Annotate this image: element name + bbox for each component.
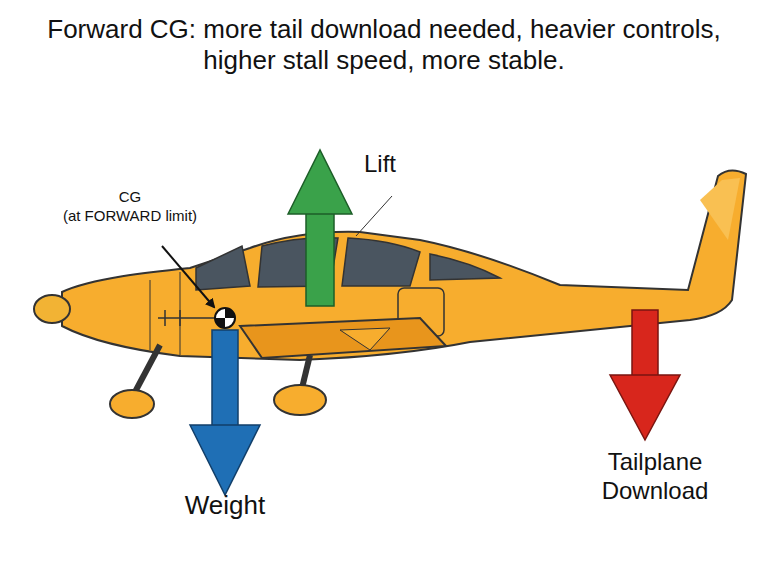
part-label: (at FORWARD limit)	[40, 207, 220, 225]
wing	[240, 318, 446, 358]
download-arrow	[632, 310, 658, 376]
cg-symbol-quadrants	[215, 308, 235, 328]
lift-leader	[356, 196, 392, 236]
datum-line	[158, 310, 215, 326]
weight-arrow	[212, 330, 238, 426]
wheel	[110, 390, 154, 418]
window	[342, 238, 420, 286]
lift-arrow-head	[288, 150, 352, 214]
force-label: Weight	[165, 490, 285, 521]
window	[430, 254, 500, 280]
spinner	[34, 295, 70, 323]
gear-strut	[135, 345, 160, 392]
gear-strut	[302, 355, 310, 388]
part-label: CG	[80, 188, 180, 206]
lift-arrow	[306, 212, 334, 306]
diagram-title: Forward CG: more tail download needed, h…	[44, 14, 724, 76]
cg-pointer	[162, 246, 214, 307]
force-label: Tailplane Download	[575, 448, 735, 506]
download-arrow-head	[610, 375, 680, 440]
windscreen	[196, 246, 250, 290]
flap	[340, 328, 390, 350]
force-label: Lift	[350, 150, 410, 179]
cg-symbol	[215, 308, 235, 328]
wheel	[274, 385, 326, 415]
weight-arrow-head	[190, 425, 260, 495]
fin-highlight	[700, 178, 740, 240]
